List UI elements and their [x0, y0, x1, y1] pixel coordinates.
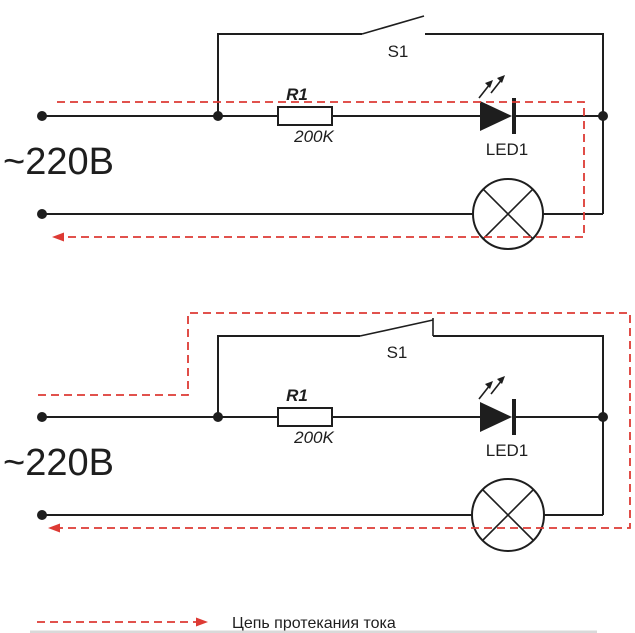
switch-s1-icon: S1 — [359, 318, 434, 362]
led-anode-triangle — [480, 402, 512, 432]
current-path-line — [57, 101, 585, 238]
resistor-body — [277, 407, 333, 427]
voltage-source-label: ~220В — [3, 141, 114, 183]
led-icon: LED1 — [478, 376, 529, 460]
lamp-cross — [481, 488, 535, 542]
terminal-node — [37, 209, 47, 219]
resistor-ref: R1 — [286, 85, 308, 104]
resistor-value: 200K — [293, 428, 334, 447]
led-label: LED1 — [486, 140, 529, 159]
led-anode-triangle — [480, 101, 512, 131]
resistor-icon: R1 200K — [277, 85, 335, 146]
current-path-arrowhead — [52, 232, 64, 242]
terminal-node — [37, 111, 47, 121]
wire-main-top — [42, 33, 604, 215]
led-label: LED1 — [486, 441, 529, 460]
junction-node — [213, 111, 223, 121]
switch-label: S1 — [388, 42, 409, 61]
junction-node — [213, 412, 223, 422]
wire-main-bottom — [42, 335, 604, 516]
current-path — [52, 101, 585, 242]
terminal-node — [37, 510, 47, 520]
resistor-icon: R1 200K — [277, 386, 335, 447]
switch-label: S1 — [387, 343, 408, 362]
led-emission-arrows — [478, 379, 503, 400]
led-arrowhead — [485, 80, 493, 88]
lamp-icon — [472, 178, 544, 250]
switch-lever — [361, 15, 425, 35]
resistor-ref: R1 — [286, 386, 308, 405]
current-path-line — [38, 312, 631, 529]
legend-label: Цепь протекания тока — [232, 615, 396, 632]
lamp-icon — [471, 478, 545, 552]
junction-node — [598, 412, 608, 422]
led-arrowhead — [497, 376, 505, 384]
led-arrowhead — [485, 381, 493, 389]
resistor-body — [277, 106, 333, 126]
bottom-edge-artifact — [30, 630, 597, 633]
legend: Цепь протекания тока — [37, 615, 396, 632]
led-emission-arrows — [478, 78, 503, 99]
voltage-source-label: ~220В — [3, 442, 114, 484]
resistor-value: 200K — [293, 127, 334, 146]
legend-arrowhead — [196, 617, 208, 627]
junction-node — [598, 111, 608, 121]
current-path — [38, 312, 631, 533]
terminal-node — [37, 412, 47, 422]
lamp-cross — [482, 188, 534, 240]
led-icon: LED1 — [478, 75, 529, 159]
current-path-arrowhead — [48, 523, 60, 533]
switch-s1-icon: S1 — [361, 15, 425, 61]
circuit-switch-closed: S1 R1 200K LED1 ~220В — [3, 312, 631, 552]
led-arrowhead — [497, 75, 505, 83]
switch-lever — [359, 318, 434, 337]
circuit-switch-open: S1 R1 200K LED1 ~220В — [3, 15, 608, 250]
